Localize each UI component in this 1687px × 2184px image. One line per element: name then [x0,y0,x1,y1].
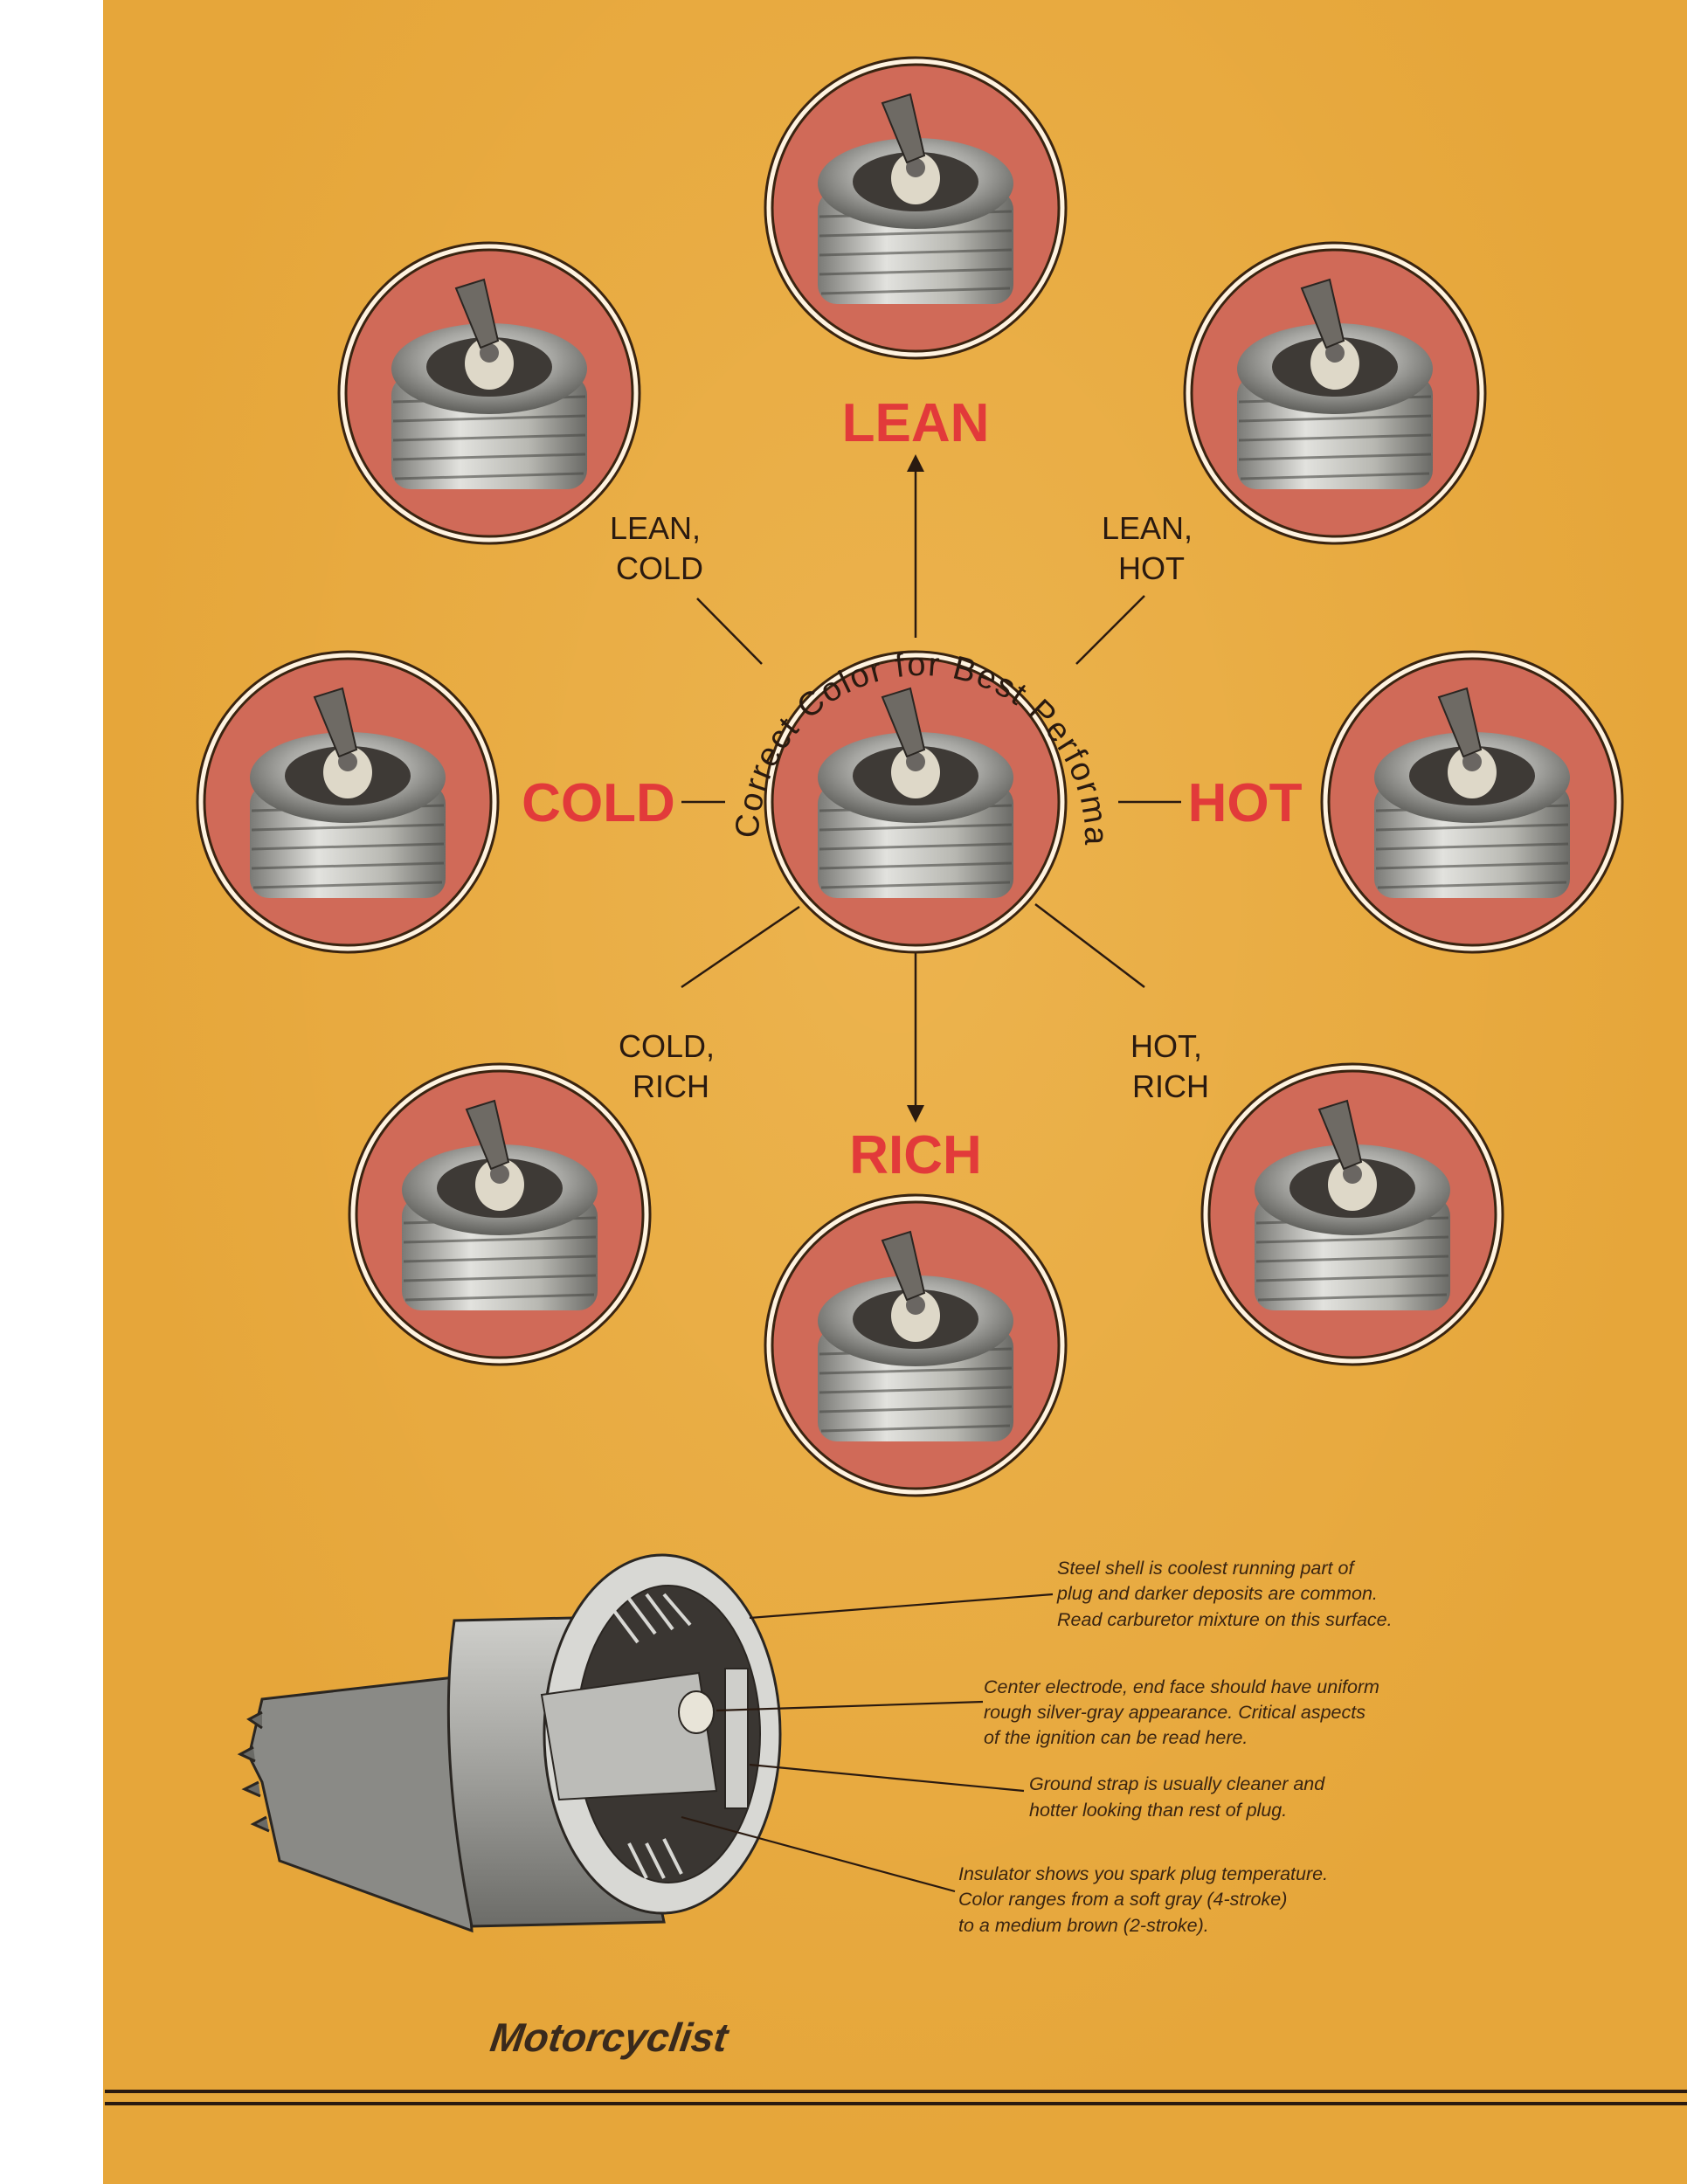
callout-lines [681,1593,1054,1893]
bottom-rules [105,2090,1687,2105]
label-lean-hot: LEAN, HOT [1102,510,1201,586]
label-lean-cold: LEAN, COLD [610,510,709,586]
caption-steel-shell: Steel shell is coolest running part of p… [1056,1558,1393,1630]
plug-cold [196,650,500,954]
cutaway-plug-illustration [237,1553,782,1933]
label-cold: COLD [522,773,675,833]
label-cold-rich: COLD, RICH [619,1028,723,1104]
caption-insulator: Insulator shows you spark plug temperatu… [958,1863,1333,1936]
label-hot-rich: HOT, RICH [1130,1028,1211,1104]
plug-lean-cold [337,241,641,545]
plug-hot-rich [1200,1062,1504,1366]
plug-rich [764,1193,1068,1497]
label-lean: LEAN [842,393,990,453]
label-hot: HOT [1188,773,1303,833]
caption-center-electrode: Center electrode, end face should have u… [984,1676,1385,1748]
plug-lean [764,56,1068,360]
motorcyclist-logo: Motorcyclist [487,2015,732,2060]
guide-lines [681,454,1181,1123]
plug-cold-rich [348,1062,652,1366]
caption-ground-strap: Ground strap is usually cleaner and hott… [1029,1773,1330,1821]
label-rich: RICH [849,1125,982,1185]
plug-hot [1320,650,1624,954]
plug-lean-hot [1183,241,1487,545]
